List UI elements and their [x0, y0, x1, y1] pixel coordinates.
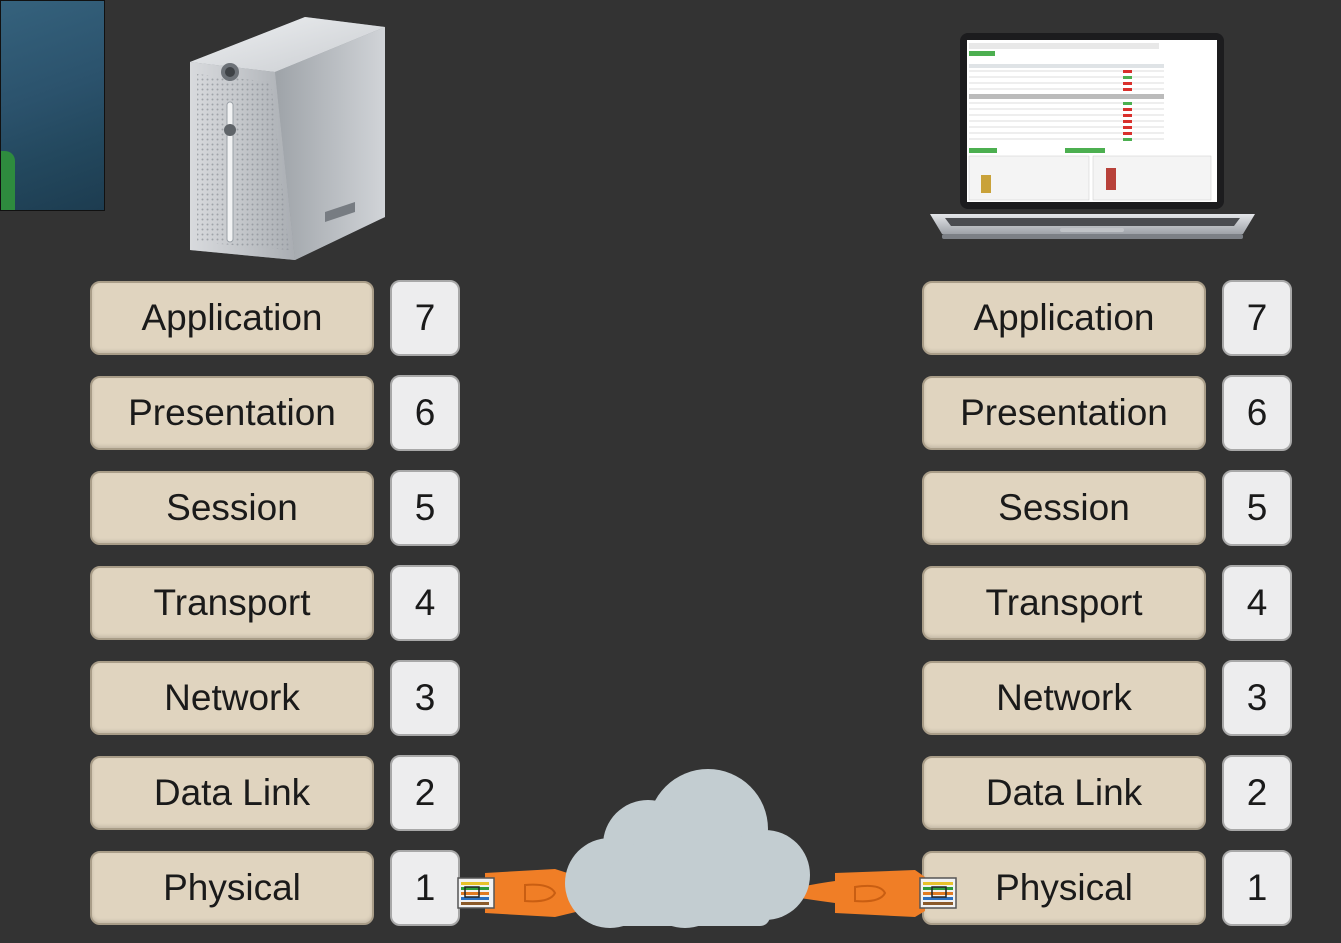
left-layer-number-6: 6 — [390, 375, 460, 451]
layer-number: 6 — [414, 392, 436, 433]
left-layer-number-7: 7 — [390, 280, 460, 356]
right-layer-number-3: 3 — [1222, 660, 1292, 736]
layer-number: 1 — [1246, 867, 1268, 908]
right-layer-presentation: Presentation — [922, 376, 1206, 450]
right-layer-data-link: Data Link — [922, 756, 1206, 830]
left-layer-session: Session — [90, 471, 374, 545]
layer-label: Transport — [985, 582, 1143, 623]
layer-number: 6 — [1246, 392, 1268, 433]
right-layer-number-5: 5 — [1222, 470, 1292, 546]
right-layer-number-6: 6 — [1222, 375, 1292, 451]
left-layer-presentation: Presentation — [90, 376, 374, 450]
left-layer-number-5: 5 — [390, 470, 460, 546]
layer-label: Data Link — [985, 772, 1143, 813]
left-layer-number-2: 2 — [390, 755, 460, 831]
right-layer-number-1: 1 — [1222, 850, 1292, 926]
right-layer-application: Application — [922, 281, 1206, 355]
layer-number: 5 — [1246, 487, 1268, 528]
layer-number: 4 — [414, 582, 436, 623]
right-layer-network: Network — [922, 661, 1206, 735]
right-layer-number-2: 2 — [1222, 755, 1292, 831]
left-layer-data-link: Data Link — [90, 756, 374, 830]
presenter-shirt — [1, 151, 15, 210]
layer-label: Session — [166, 487, 298, 528]
ethernet-cable-icon — [800, 870, 957, 917]
layer-label: Physical — [995, 867, 1133, 908]
server-icon — [190, 17, 385, 260]
left-layer-network: Network — [90, 661, 374, 735]
right-layer-transport: Transport — [922, 566, 1206, 640]
right-layer-number-7: 7 — [1222, 280, 1292, 356]
layer-number: 3 — [414, 677, 436, 718]
right-layer-session: Session — [922, 471, 1206, 545]
left-layer-number-4: 4 — [390, 565, 460, 641]
layer-number: 4 — [1246, 582, 1268, 623]
ethernet-cable-icon — [457, 869, 580, 917]
layer-number: 2 — [1246, 772, 1268, 813]
left-layer-physical: Physical — [90, 851, 374, 925]
layer-label: Application — [141, 297, 323, 338]
layer-label: Network — [996, 677, 1132, 718]
webcam-thumbnail — [0, 0, 105, 211]
layer-number: 2 — [414, 772, 436, 813]
layer-label: Transport — [153, 582, 311, 623]
layer-label: Data Link — [153, 772, 311, 813]
layer-number: 3 — [1246, 677, 1268, 718]
left-layer-application: Application — [90, 281, 374, 355]
layer-label: Network — [164, 677, 300, 718]
layer-label: Presentation — [960, 392, 1168, 433]
left-layer-transport: Transport — [90, 566, 374, 640]
layer-number: 5 — [414, 487, 436, 528]
right-layer-number-4: 4 — [1222, 565, 1292, 641]
layer-label: Session — [998, 487, 1130, 528]
laptop-screen-table — [968, 64, 1212, 201]
layer-label: Application — [973, 297, 1155, 338]
cloud-icon — [565, 769, 810, 928]
laptop-icon — [930, 33, 1255, 239]
left-layer-number-3: 3 — [390, 660, 460, 736]
layer-number: 7 — [414, 297, 436, 338]
right-layer-physical: Physical — [922, 851, 1206, 925]
layer-number: 1 — [414, 867, 436, 908]
layer-label: Presentation — [128, 392, 336, 433]
layer-number: 7 — [1246, 297, 1268, 338]
layer-label: Physical — [163, 867, 301, 908]
left-layer-number-1: 1 — [390, 850, 460, 926]
